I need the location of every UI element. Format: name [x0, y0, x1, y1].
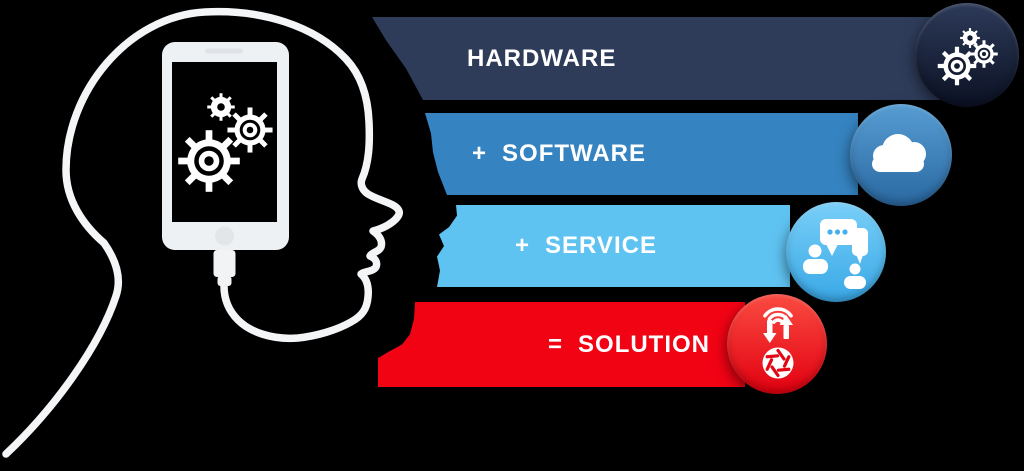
wifi-sync-aperture-icon	[762, 307, 794, 379]
aperture-icon	[762, 347, 794, 379]
bar-label-service: SERVICE	[545, 232, 657, 259]
phone-speaker	[205, 48, 243, 54]
head-outline	[2, 7, 403, 458]
plus-sign: +	[472, 140, 488, 167]
conversation-people-icon	[803, 219, 868, 289]
solution-badge	[727, 294, 827, 394]
plus-sign: +	[515, 232, 531, 259]
gears-icon	[937, 28, 998, 86]
screen-gears-icon	[178, 93, 273, 192]
cloud-icon	[872, 134, 926, 172]
sync-arrows-icon	[763, 315, 793, 343]
head-silhouette-graphic	[2, 7, 403, 458]
hardware-badge	[915, 3, 1019, 107]
charger-plug	[213, 250, 236, 277]
equals-sign: =	[548, 330, 564, 358]
bar-service: + SERVICE	[437, 205, 790, 287]
bar-solution: = SOLUTION	[378, 302, 745, 387]
phone-home-button	[215, 226, 234, 246]
bar-label-solution: SOLUTION	[578, 330, 711, 358]
bar-label-hardware: HARDWARE	[467, 44, 617, 72]
bar-label-software: SOFTWARE	[502, 140, 647, 167]
software-badge	[850, 104, 952, 206]
bar-software: + SOFTWARE	[425, 113, 858, 195]
bar-hardware: HARDWARE	[372, 17, 940, 100]
service-badge	[786, 202, 886, 302]
